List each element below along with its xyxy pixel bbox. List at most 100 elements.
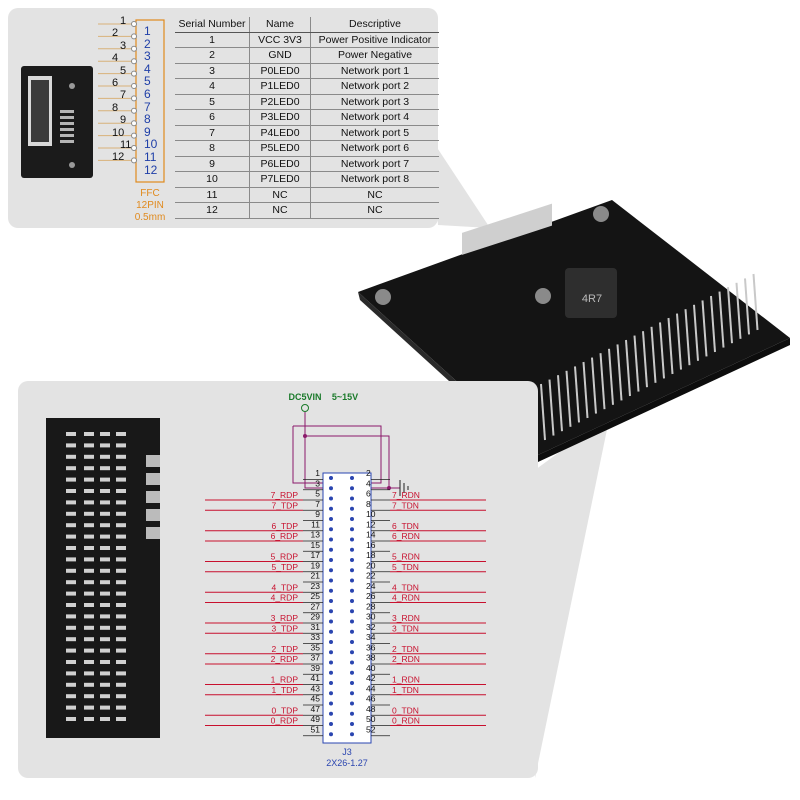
j3-odd-pin-number: 3 [315,478,320,488]
header-photo-pin [84,454,94,459]
ffc-right-pin-number: 3 [144,49,151,64]
pcb-edge-right [538,338,790,462]
j3-even-pin-number: 24 [366,581,376,591]
header-photo-pin [100,557,110,562]
header-pin [744,278,750,335]
ffc-left-pin-number: 7 [120,89,127,102]
j3-pin-dot [329,527,333,532]
j3-odd-pin-number: 15 [311,540,321,550]
table-cell-name: P6LED0 [249,156,311,172]
j3-pin-dot [329,691,333,696]
signal-label: 0_RDN [392,716,420,726]
header-photo-pin [100,614,110,619]
j3-even-pin-number: 36 [366,642,376,652]
j3-pin-dot [329,517,333,521]
header-photo-pin [100,671,110,676]
ffc-right-pin-number: 12 [144,162,158,177]
j3-pin-dot [350,711,354,716]
header-photo-pin [66,614,76,619]
ffc-right-pin-number: 5 [144,74,151,89]
ffc-left-pin-number: 11 [120,139,132,151]
ffc-pin-dot [131,132,137,139]
j3-odd-pin-number: 23 [311,581,321,591]
header-photo-pin [116,511,126,516]
j3-pin-dot [329,588,333,593]
header-photo-smd [146,527,160,539]
header-photo-pin [66,568,76,573]
header-pin [693,304,699,361]
pcb-board [358,200,790,455]
header-photo-pin [84,591,94,596]
ffc-pin-dot [131,95,137,102]
ffc-left-pin-number: 1 [120,15,127,27]
j3-odd-pin-number: 43 [311,683,321,693]
ffc-pin-dot [131,120,137,127]
header-pin [591,357,597,414]
header-pin [565,370,572,427]
signal-label: 0_TDP [272,705,299,715]
header-photo-pin [116,705,126,710]
j3-even-pin-number: 50 [366,714,376,724]
j3-pin-dot [329,650,333,655]
header-photo-pin [116,443,126,448]
header-pin [548,379,555,436]
signal-label: 1_TDP [272,685,299,695]
table-cell-name: P5LED0 [249,140,311,157]
j3-pin-dot [350,496,354,501]
table-cell-desc: Network port 1 [310,63,439,79]
j3-even-pin-number: 14 [366,530,376,540]
header-photo-pin [66,694,76,699]
j3-odd-pin-number: 39 [311,663,321,673]
header-photo-pin [100,511,110,516]
table-cell-name: P3LED0 [249,109,311,126]
j3-pin-dot [350,732,354,737]
ffc-left-pin-number: 8 [112,101,119,114]
j3-even-pin-number: 52 [366,724,376,734]
j3-pin-dot [350,650,354,655]
connector-ref: J3 [342,747,352,757]
header-photo-pin [116,625,126,630]
power-net-label: DC5VIN [288,392,321,402]
header-photo-pin [116,534,126,539]
table-cell-serial: 10 [175,171,250,188]
j3-even-pin-number: 40 [366,663,376,673]
header-photo-pin [84,603,94,607]
header-photo-pin [84,523,94,528]
header-photo-pin [116,523,126,528]
ffc-right-pin-number: 6 [144,87,151,101]
header-pin [574,366,580,423]
header-photo-crop [46,418,160,738]
header-pin [642,331,648,388]
header-photo-pin [66,466,76,471]
header-photo-pin [84,546,94,550]
j3-even-pin-number: 38 [366,653,376,663]
header-photo-pin [116,660,126,664]
ffc-pin-dot [131,145,137,151]
j3-pin-dot [329,681,333,685]
table-cell-serial: 6 [175,109,250,126]
header-photo-pin [100,648,110,653]
mount-hole-left [375,289,391,305]
j3-even-pin-number: 4 [366,478,371,488]
j3-even-pin-number: 18 [366,550,376,560]
header-pin [540,383,546,441]
ffc-socket-slot [31,80,49,142]
j3-odd-pin-number: 41 [311,673,321,683]
j3-odd-pin-number: 9 [315,509,320,519]
signal-label: 1_RDN [392,675,420,685]
header-photo-pin [66,625,76,630]
signal-label: 0_RDP [271,716,299,726]
header-photo-pin [116,477,126,482]
signal-label: 5_TDP [272,562,299,572]
header-photo-pin [116,648,126,653]
j3-odd-pin-number: 19 [311,560,321,570]
signal-label: 3_RDN [392,613,420,623]
j3-odd-pin-number: 21 [311,571,321,581]
ffc-left-pin-number: 10 [112,126,125,139]
header-photo-pin [66,637,76,642]
header-photo-pin [100,500,110,505]
table-cell-name: P2LED0 [249,94,311,110]
j3-even-pin-number: 30 [366,612,376,622]
